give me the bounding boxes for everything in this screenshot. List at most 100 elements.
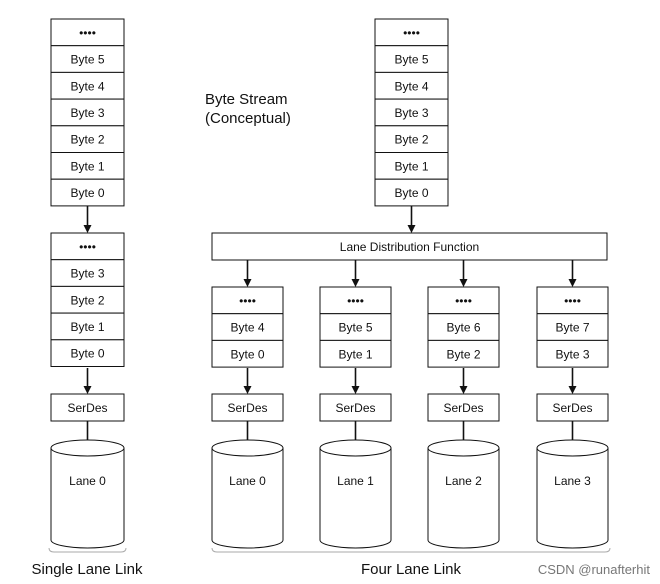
single-byte-stream-cell-label: Byte 2 [70, 133, 104, 147]
single-lane-buffer-cell-label: Byte 0 [70, 347, 104, 361]
four-byte-stream-cell [374, 71, 449, 100]
four-lane-cylinder-0-top [211, 439, 284, 457]
single-byte-stream-cell-label: Byte 0 [70, 186, 104, 200]
lane-distribution-label: Lane Distribution Function [340, 240, 479, 254]
single-serdes: SerDes [50, 393, 125, 422]
four-lane-cylinder-2: Lane 2 [427, 439, 500, 549]
single-lane-buffer-cell [50, 259, 125, 287]
four-serdes-2: SerDes [427, 393, 500, 422]
single-byte-stream-cell-label: Byte 5 [70, 53, 104, 67]
single-lane-buffer-cell-label: Byte 2 [70, 293, 104, 307]
single-byte-stream-cell-label: Byte 3 [70, 106, 104, 120]
four-lane-buffer-3: •••• Byte 7 Byte 3 [536, 286, 609, 368]
four-byte-stream-cell-label: Byte 5 [394, 53, 428, 67]
four-lane-buffer-2-cell [427, 339, 500, 368]
four-byte-stream-cell [374, 178, 449, 207]
lane-distribution-function: Lane Distribution Function [211, 232, 608, 261]
four-lane-cylinder-0-label: Lane 0 [229, 474, 266, 488]
four-byte-stream-cell [374, 98, 449, 127]
four-lane-cylinder-2-label: Lane 2 [445, 474, 482, 488]
four-lane-buffer-2-cell-label: Byte 6 [446, 321, 480, 335]
four-lane-buffer-1-cell-label: Byte 5 [338, 321, 372, 335]
four-byte-stream-cell [374, 18, 449, 47]
four-serdes-1: SerDes [319, 393, 392, 422]
four-lane-buffer-0-cell-label: Byte 4 [230, 321, 264, 335]
four-serdes-2-label: SerDes [443, 401, 483, 415]
four-lane-cylinder-1-label: Lane 1 [337, 474, 374, 488]
four-byte-stream-cell-label: Byte 3 [394, 106, 428, 120]
four-serdes-3-box [536, 393, 609, 422]
four-lane-buffer-1: •••• Byte 5 Byte 1 [319, 286, 392, 368]
four-lane-buffer-0-cell [211, 286, 284, 315]
four-lane-buffer-1-cell-label: •••• [347, 294, 364, 308]
four-serdes-0-label: SerDes [227, 401, 267, 415]
byte-stream-label-line1: Byte Stream [205, 91, 288, 108]
four-lane-buffer-0-cell-label: Byte 0 [230, 347, 264, 361]
four-serdes-0-box [211, 393, 284, 422]
four-lane-buffer-2-cell-label: •••• [455, 294, 472, 308]
single-byte-stream-cell [50, 18, 125, 47]
four-serdes-1-box [319, 393, 392, 422]
four-lane-buffer-3-cell-label: Byte 7 [555, 321, 589, 335]
four-lane-buffer-3-cell [536, 313, 609, 341]
single-lane-cylinder-label: Lane 0 [69, 474, 106, 488]
four-byte-stream-cell [374, 152, 449, 180]
four-lane-buffer-3-cell [536, 339, 609, 368]
single-byte-stream-cell [50, 178, 125, 207]
four-lane-cylinder-2-top [427, 439, 500, 457]
four-byte-stream-cell [374, 125, 449, 154]
single-lane-buffer-cell [50, 232, 125, 261]
single-lane-buffer-cell-label: •••• [79, 240, 96, 254]
four-lane-cylinder-3: Lane 3 [536, 439, 609, 549]
four-byte-stream-cell-label: •••• [403, 26, 420, 40]
four-byte-stream-cell [374, 45, 449, 73]
single-serdes-label: SerDes [67, 401, 107, 415]
four-lane-cylinder-3-top [536, 439, 609, 457]
four-byte-stream-cell-label: Byte 1 [394, 159, 428, 173]
single-lane-link-label: Single Lane Link [32, 561, 143, 578]
four-lane-cylinder-2-body [427, 448, 500, 549]
four-serdes-1-label: SerDes [335, 401, 375, 415]
single-serdes-box [50, 393, 125, 422]
four-byte-stream-cell-label: Byte 2 [394, 133, 428, 147]
four-serdes-2-box [427, 393, 500, 422]
single-lane-buffer-cell-label: Byte 3 [70, 267, 104, 281]
four-lane-buffer-1-cell [319, 339, 392, 368]
byte-stream-label-line2: (Conceptual) [205, 110, 291, 127]
single-lane-buffer: •••• Byte 3 Byte 2 Byte 1 Byte 0 [50, 232, 125, 367]
four-lane-cylinder-1-top [319, 439, 392, 457]
four-serdes-0: SerDes [211, 393, 284, 422]
single-lane-buffer-cell [50, 312, 125, 341]
four-lane-link-label: Four Lane Link [361, 561, 462, 578]
single-lane-cylinder-body [50, 448, 125, 549]
single-lane-buffer-cell [50, 285, 125, 314]
single-lane-cylinder: Lane 0 [50, 439, 125, 549]
four-lane-buffer-3-cell-label: •••• [564, 294, 581, 308]
four-lane-buffer-1-cell [319, 286, 392, 315]
diagram-components: •••• Byte 5 Byte 4 Byte 3 Byte 2 Byte 1 Byte 0… [48, 18, 611, 553]
four-lane-cylinder-0-body [211, 448, 284, 549]
single-byte-stream-cell-label: Byte 4 [70, 79, 104, 93]
four-serdes-3-label: SerDes [552, 401, 592, 415]
four-byte-stream-cell-label: Byte 0 [394, 186, 428, 200]
single-lane-buffer-cell-label: Byte 1 [70, 320, 104, 334]
four-lane-cylinder-3-body [536, 448, 609, 549]
single-byte-stream-cell [50, 71, 125, 100]
four-lane-buffer-0-cell [211, 339, 284, 368]
four-lane-cylinder-1: Lane 1 [319, 439, 392, 549]
four-lane-cylinder-1-body [319, 448, 392, 549]
watermark: CSDN @runafterhit [538, 562, 651, 577]
single-byte-stream-cell-label: Byte 1 [70, 159, 104, 173]
four-lane-cylinder-0: Lane 0 [211, 439, 284, 549]
single-link-bracket [48, 547, 127, 553]
four-serdes-3: SerDes [536, 393, 609, 422]
single-lane-buffer-cell [50, 339, 125, 367]
four-lane-buffer-3-cell-label: Byte 3 [555, 347, 589, 361]
four-lane-buffer-1-cell-label: Byte 1 [338, 347, 372, 361]
four-link-bracket [211, 547, 611, 553]
